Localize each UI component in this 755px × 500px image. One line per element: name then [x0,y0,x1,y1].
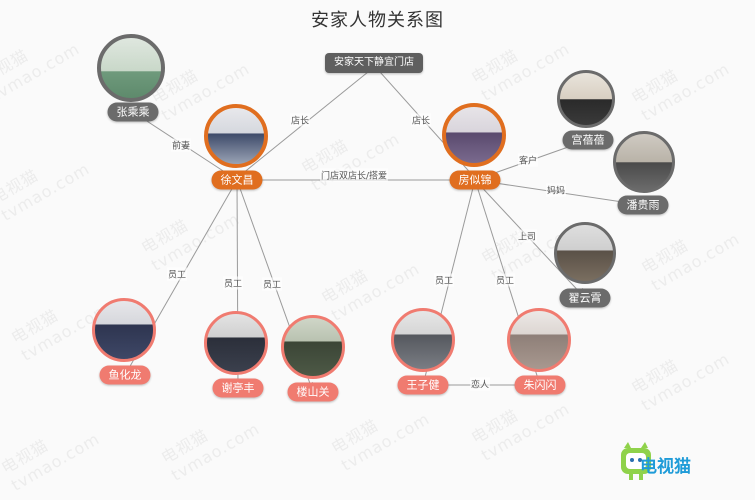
name-tag-gong[interactable]: 宫蓓蓓 [562,130,614,150]
avatar-zhang[interactable] [97,34,165,102]
relation-label: 前妻 [170,138,192,152]
name-tag-xie[interactable]: 谢亭丰 [212,378,264,398]
relation-label: 员工 [261,277,283,291]
store-node[interactable]: 安家天下静宜门店 [325,53,423,73]
relation-label: 员工 [433,273,455,287]
avatar-xu[interactable] [204,104,268,168]
relation-label: 恋人 [469,377,491,391]
name-tag-fang[interactable]: 房似锦 [449,170,501,190]
avatar-xie[interactable] [204,311,268,375]
relation-label: 员工 [166,267,188,281]
relation-label: 客户 [517,153,539,167]
avatar-pan[interactable] [613,131,675,193]
avatar-wang[interactable] [391,308,455,372]
name-tag-lou[interactable]: 楼山关 [287,382,339,402]
relation-label: 上司 [516,229,538,243]
relation-label: 妈妈 [545,183,567,197]
name-tag-zhu[interactable]: 朱闪闪 [514,375,566,395]
avatar-zhai[interactable] [554,222,616,284]
avatar-lou[interactable] [281,315,345,379]
avatar-yu[interactable] [92,298,156,362]
relation-label: 员工 [222,276,244,290]
name-tag-wang[interactable]: 王子健 [397,375,449,395]
name-tag-pan[interactable]: 潘贵雨 [617,195,669,215]
avatar-fang[interactable] [442,103,506,167]
tv-cat-logo-icon [621,442,651,480]
avatar-zhu[interactable] [507,308,571,372]
relation-label: 店长 [289,113,311,127]
name-tag-zhang[interactable]: 张乘乘 [107,102,159,122]
avatar-gong[interactable] [557,70,615,128]
relation-label: 门店双店长/搭爱 [319,168,389,182]
diagram-title: 安家人物关系图 [311,10,444,31]
name-tag-zhai[interactable]: 翟云霄 [559,288,611,308]
brand-name: 电视猫 [640,457,691,477]
relation-label: 店长 [410,113,432,127]
relation-label: 员工 [494,273,516,287]
name-tag-yu[interactable]: 鱼化龙 [99,365,151,385]
name-tag-xu[interactable]: 徐文昌 [211,170,263,190]
